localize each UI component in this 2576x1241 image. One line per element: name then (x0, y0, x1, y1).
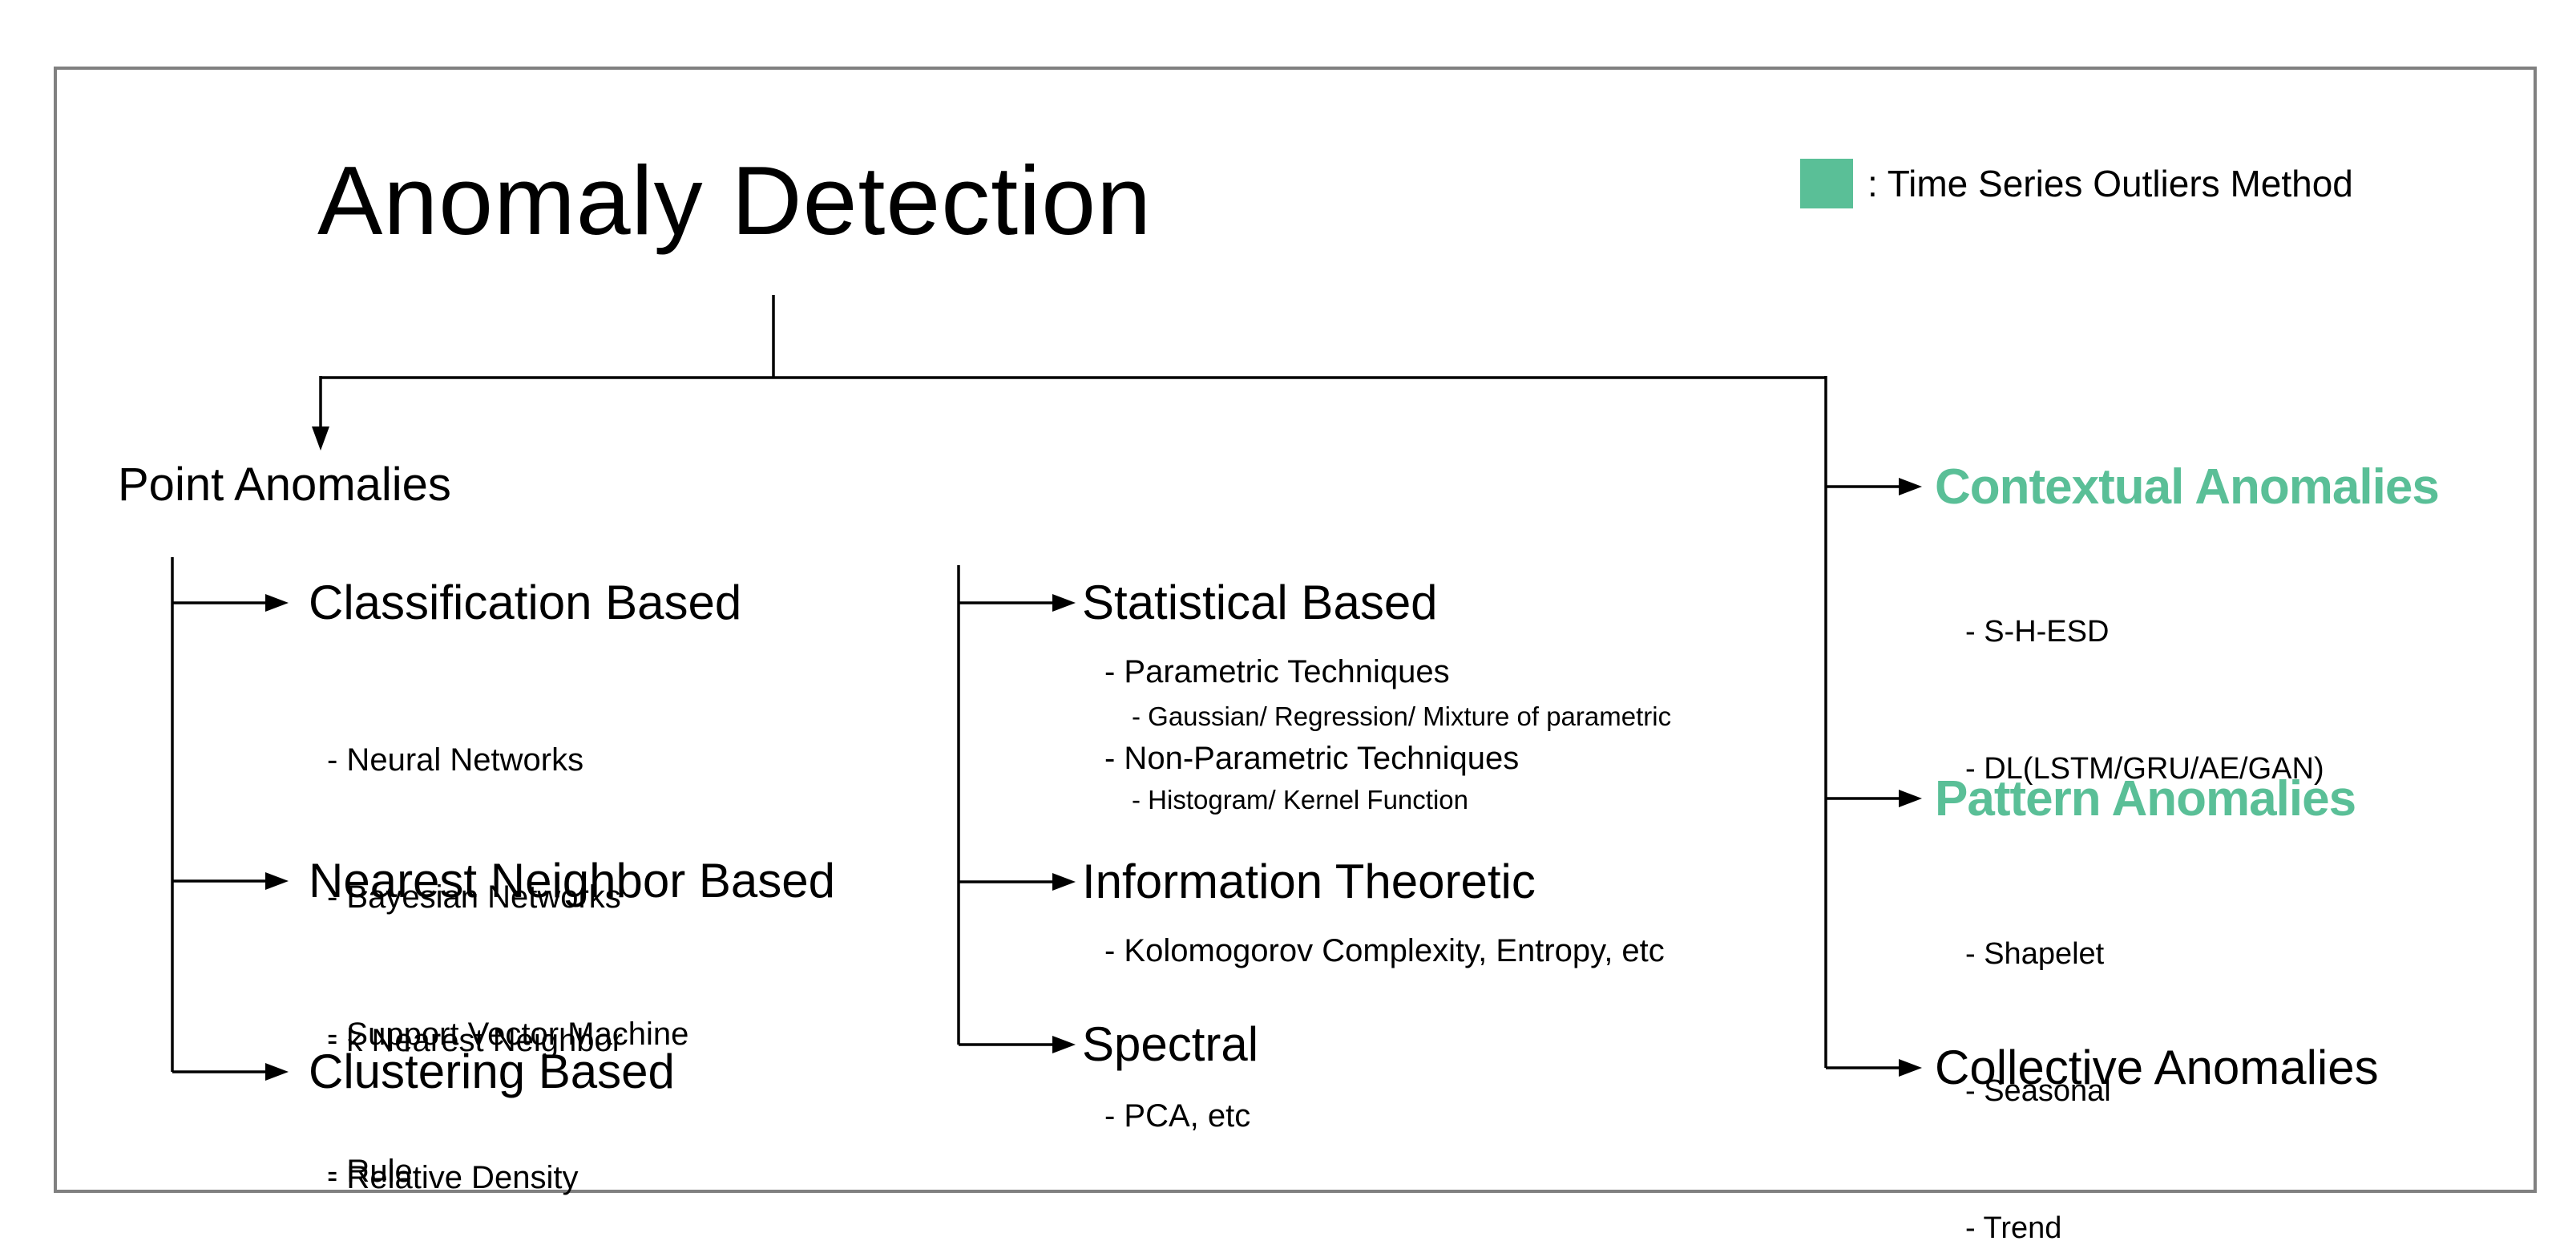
heading-spectral: Spectral (1082, 1017, 1259, 1071)
list-item: - Non-Parametric Techniques (1104, 741, 1520, 776)
page-title: Anomaly Detection (317, 146, 1152, 255)
nearest-neighbor-items: - k Nearest Neighbor - Relative Density (327, 927, 623, 1241)
list-item: - Parametric Techniques (1104, 654, 1450, 689)
heading-information-theoretic: Information Theoretic (1082, 855, 1536, 908)
list-item: - Histogram/ Kernel Function (1132, 785, 1468, 815)
heading-collective-anomalies: Collective Anomalies (1935, 1041, 2379, 1094)
heading-contextual-anomalies: Contextual Anomalies (1935, 459, 2440, 515)
pattern-items: - Shapelet - Seasonal - Trend (1965, 840, 2111, 1241)
point-anomalies-label: Point Anomalies (118, 459, 451, 511)
list-item: - Gaussian/ Regression/ Mixture of param… (1132, 701, 1672, 731)
list-item: - k Nearest Neighbor (327, 1023, 624, 1058)
contextual-items: - S-H-ESD - DL(LSTM/GRU/AE/GAN) (1965, 518, 2324, 883)
list-item: - Kolomogorov Complexity, Entropy, etc (1104, 933, 1665, 968)
heading-clustering-based: Clustering Based (309, 1045, 675, 1098)
list-item: - DL(LSTM/GRU/AE/GAN) (1965, 752, 2324, 786)
list-item: - Relative Density (327, 1160, 579, 1195)
heading-classification-based: Classification Based (309, 576, 742, 629)
list-item: - Support Vector Machine (327, 1017, 689, 1052)
list-item: - Neural Networks (327, 742, 584, 778)
heading-pattern-anomalies: Pattern Anomalies (1935, 771, 2356, 827)
classification-items: - Neural Networks - Bayesian Networks - … (327, 646, 688, 1241)
diagram-border (54, 67, 2537, 1193)
legend: : Time Series Outliers Method (1800, 159, 2353, 208)
list-item: - Bayesian Networks (327, 879, 621, 915)
legend-color-swatch (1800, 159, 1853, 208)
legend-label: : Time Series Outliers Method (1867, 163, 2353, 204)
list-item: - PCA, etc (1104, 1098, 1251, 1134)
heading-statistical-based: Statistical Based (1082, 576, 1438, 629)
list-item: - Seasonal (1965, 1074, 2111, 1108)
list-item: - Trend (1965, 1211, 2062, 1241)
list-item: - Shapelet (1965, 937, 2105, 971)
list-item: - S-H-ESD (1965, 615, 2110, 649)
list-item: - Rule (327, 1154, 413, 1189)
heading-nearest-neighbor-based: Nearest Neighbor Based (309, 854, 836, 908)
